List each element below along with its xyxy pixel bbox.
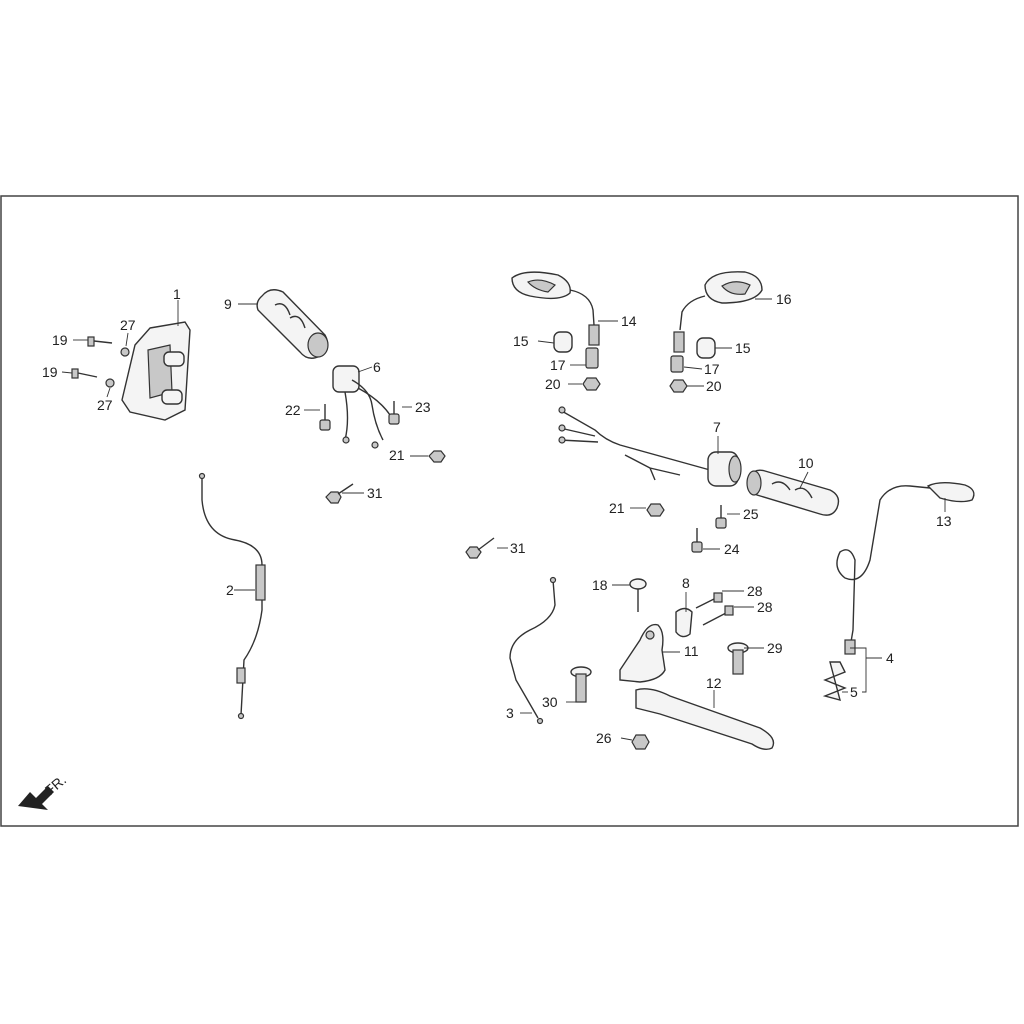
- callout-31-right: 31: [510, 540, 526, 556]
- callout-27-lower: 27: [97, 397, 113, 413]
- callout-16: 16: [776, 291, 792, 307]
- switch-housing-part: [121, 321, 191, 421]
- callout-17-left: 17: [550, 357, 566, 373]
- bolt-31-left: [325, 483, 354, 504]
- callout-25: 25: [743, 506, 759, 522]
- bolt-28-lower: [702, 605, 734, 626]
- diagram-border: [0, 195, 1019, 827]
- screw-19-lower: [71, 368, 98, 379]
- nut-21-left: [428, 450, 446, 463]
- callout-24: 24: [724, 541, 740, 557]
- callout-20-right: 20: [706, 378, 722, 394]
- leader-lines: [61, 298, 946, 741]
- bolt-31-right: [465, 537, 495, 559]
- callout-15-right: 15: [735, 340, 751, 356]
- callout-5: 5: [850, 684, 858, 700]
- throttle-housing-part: [332, 365, 391, 449]
- callout-29: 29: [767, 640, 783, 656]
- washer-27-upper: [120, 347, 130, 357]
- callout-6: 6: [373, 359, 381, 375]
- callout-10: 10: [798, 455, 814, 471]
- callout-11: 11: [684, 643, 699, 659]
- callout-15-left: 15: [513, 333, 529, 349]
- callout-28-lower: 28: [757, 599, 773, 615]
- right-switch-part: [558, 406, 742, 487]
- lever-12-part: [635, 688, 775, 751]
- callout-28-upper: 28: [747, 583, 763, 599]
- washer-27-lower: [105, 378, 115, 388]
- nut-20-right: [669, 379, 688, 393]
- bolt-30: [570, 666, 592, 703]
- callout-18: 18: [592, 577, 608, 593]
- callout-26: 26: [596, 730, 612, 746]
- callout-2: 2: [226, 582, 234, 598]
- bolt-28-upper: [695, 592, 723, 609]
- adapter-17-right: [670, 355, 684, 373]
- screw-19-upper: [87, 336, 113, 347]
- cable-13-part: [836, 482, 975, 655]
- callout-21-right: 21: [609, 500, 625, 516]
- callout-19-lower: 19: [42, 364, 58, 380]
- left-grip-part: [256, 289, 329, 359]
- callout-3: 3: [506, 705, 514, 721]
- callout-14: 14: [621, 313, 637, 329]
- clamp-8: [675, 607, 693, 638]
- callout-27-upper: 27: [120, 317, 136, 333]
- callout-22: 22: [285, 402, 301, 418]
- callout-8: 8: [682, 575, 690, 591]
- callout-9: 9: [224, 296, 232, 312]
- right-grip-part: [746, 469, 840, 516]
- callout-31-left: 31: [367, 485, 383, 501]
- mirror-right-part: [673, 271, 763, 353]
- callout-20-left: 20: [545, 376, 561, 392]
- callout-30: 30: [542, 694, 558, 710]
- cable-2-part: [198, 472, 266, 720]
- mirror-cap-15-left: [553, 331, 573, 353]
- cable-3-part: [509, 576, 557, 725]
- bolt-18: [629, 578, 647, 612]
- callout-23: 23: [415, 399, 431, 415]
- mirror-left-part: [511, 271, 600, 346]
- nut-20-left: [582, 377, 601, 391]
- callout-7: 7: [713, 419, 721, 435]
- nut-26: [631, 734, 650, 750]
- callout-1: 1: [173, 286, 181, 302]
- screw-23: [388, 401, 400, 425]
- screw-22: [319, 404, 331, 431]
- bolt-29: [727, 642, 749, 675]
- spring-5: [822, 661, 847, 701]
- mirror-cap-15-right: [696, 337, 716, 359]
- callout-12: 12: [706, 675, 722, 691]
- callout-19-upper: 19: [52, 332, 68, 348]
- bracket-11-part: [619, 623, 666, 683]
- front-arrow-icon: [18, 786, 54, 810]
- nut-21-right: [646, 503, 665, 517]
- screw-25: [715, 505, 727, 529]
- callout-13: 13: [936, 513, 952, 529]
- screw-24: [691, 528, 703, 553]
- callout-17-right: 17: [704, 361, 720, 377]
- callout-4: 4: [886, 650, 894, 666]
- exploded-parts-diagram: FR.: [0, 195, 1019, 827]
- callout-21-left: 21: [389, 447, 405, 463]
- adapter-17-left: [585, 347, 599, 369]
